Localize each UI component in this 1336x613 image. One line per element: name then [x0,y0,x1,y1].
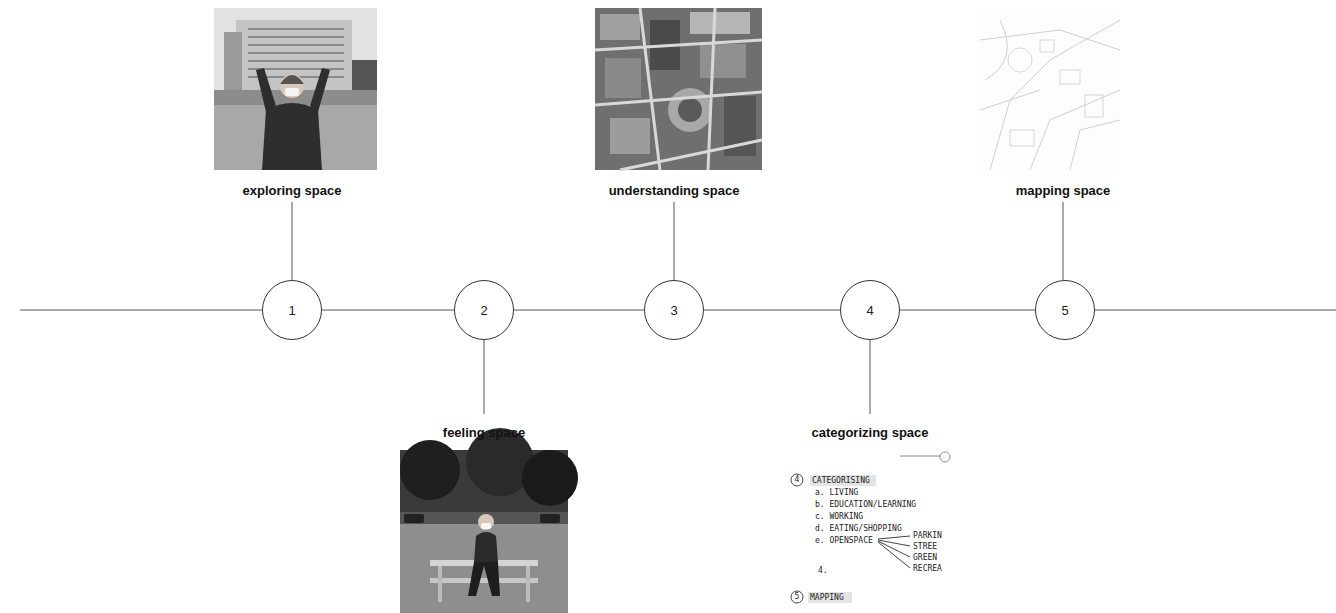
step-number: 5 [1061,303,1068,318]
note-text: b. EDUCATION/LEARNING [815,500,916,509]
step-circle: 2 [454,280,514,340]
step-circle: 5 [1035,280,1095,340]
aerial-photo [595,8,762,170]
step-circle: 3 [644,280,704,340]
note-text: 4 [795,475,800,484]
timeline-segment [322,310,454,311]
handwritten-note [787,450,956,613]
map-drawing [980,8,1120,170]
step-number: 3 [670,303,677,318]
timeline-segment [514,310,644,311]
step-title: categorizing space [811,425,928,440]
leader-line [484,340,485,414]
leader-line [292,202,293,280]
note-text: CATEGORISING [812,476,870,485]
step-title: feeling space [443,425,525,440]
note-text: PARKIN [913,531,942,540]
photo [400,428,578,613]
note-text: STREE [913,542,937,551]
step-circle: 4 [840,280,900,340]
note-text: a. LIVING [815,488,858,497]
step-number: 4 [866,303,873,318]
leader-line [674,202,675,280]
step-number: 1 [288,303,295,318]
timeline [1095,310,1336,311]
step-title: understanding space [609,183,740,198]
note-text: e. OPENSPACE [815,536,873,545]
note-text: 5 [795,592,800,601]
note-text: 4. [818,566,828,575]
photo [214,8,377,170]
note-text: MAPPING [810,593,844,602]
note-text: d. EATING/SHOPPING [815,524,902,533]
timeline [20,310,262,311]
leader-line [870,340,871,414]
note-text: GREEN [913,553,937,562]
timeline-segment [704,310,840,311]
note-text: RECREA [913,564,942,573]
leader-line [1063,202,1064,280]
step-number: 2 [480,303,487,318]
step-circle: 1 [262,280,322,340]
step-title: exploring space [243,183,342,198]
step-title: mapping space [1016,183,1111,198]
timeline-segment [900,310,1035,311]
note-text: c. WORKING [815,512,863,521]
